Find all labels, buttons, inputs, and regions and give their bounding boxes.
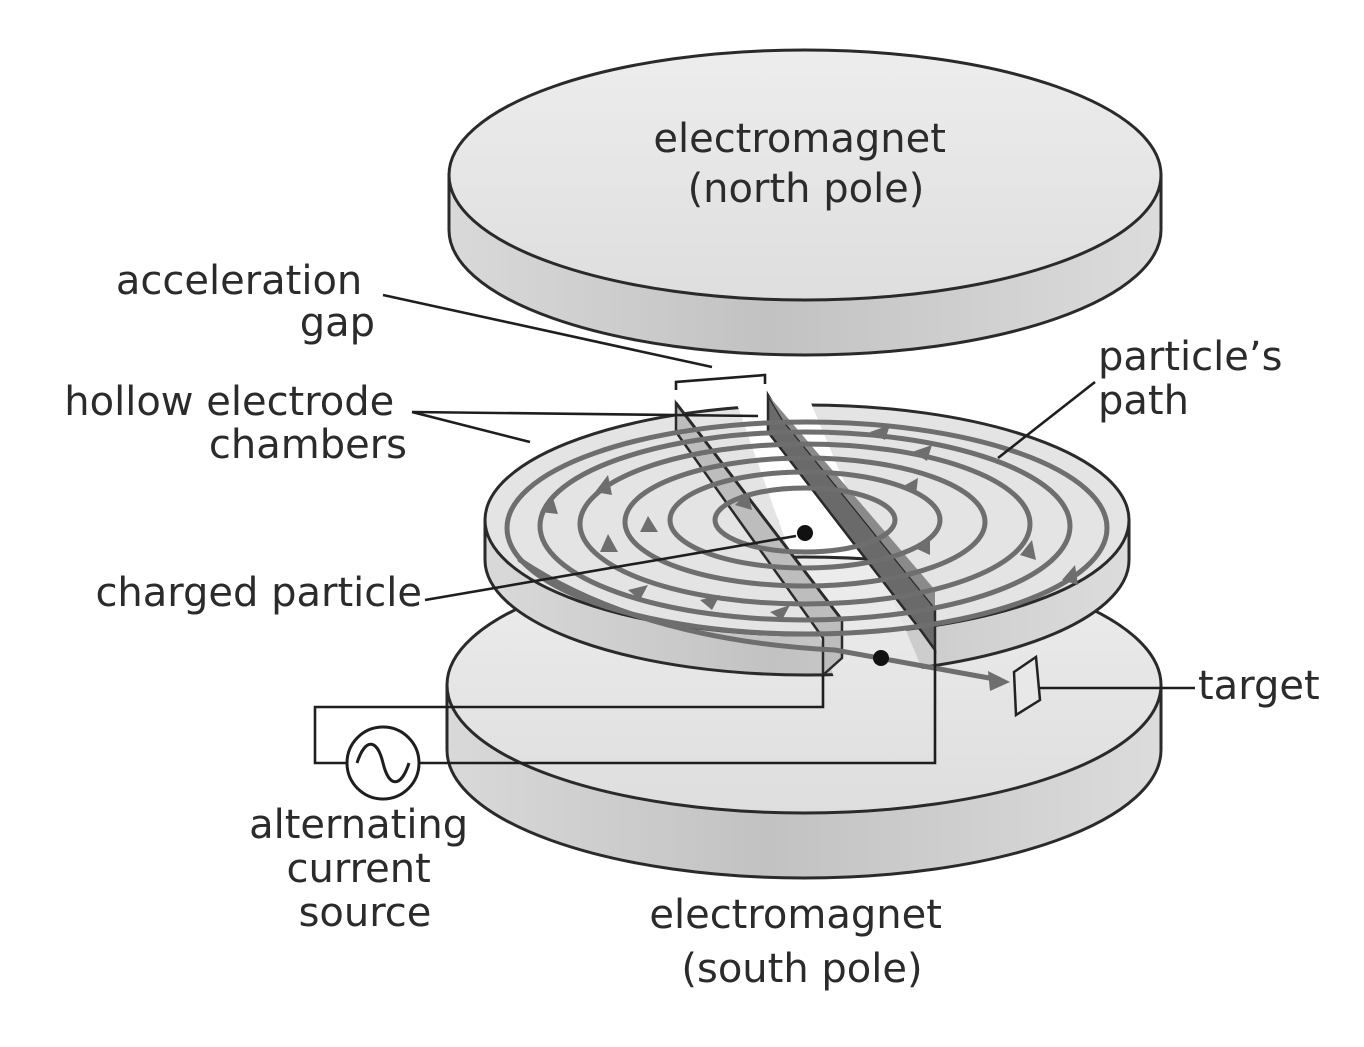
acceleration-gap-leader — [382, 293, 713, 369]
target-plate — [1012, 654, 1042, 718]
acceleration-gap-label-line1: acceleration — [116, 258, 362, 304]
acceleration-gap-label-line2: gap — [300, 300, 375, 346]
electrode-chambers-label-line2: chambers — [209, 422, 407, 468]
ac-source-label-line2: current — [286, 846, 430, 892]
acceleration-gap-label: acceleration gap — [116, 258, 375, 346]
bottom-magnet-label-line2: (south pole) — [681, 946, 922, 992]
electrode-leader-2 — [411, 410, 531, 444]
particles-path-leader — [997, 380, 1096, 460]
top-magnet-label-line2: (north pole) — [688, 166, 925, 212]
particles-path-label-line2: path — [1098, 378, 1189, 424]
top-magnet-face — [447, 48, 1163, 302]
ac-source-label: alternating current source — [249, 802, 481, 936]
charged-particle-label-line1: charged particle — [95, 570, 422, 616]
bottom-magnet-label: electromagnet (south pole) — [649, 892, 954, 992]
particles-path-label-line1: particle’s — [1098, 334, 1282, 380]
top-magnet-label-line1: electromagnet — [653, 116, 946, 162]
target-label-line1: target — [1198, 663, 1320, 709]
top-electromagnet — [447, 48, 1163, 357]
ac-source-symbol — [345, 725, 421, 801]
particle-path — [504, 419, 1110, 691]
gap-bracket — [674, 373, 767, 390]
charged-particle-leader — [424, 534, 797, 602]
ac-source-label-line3: source — [299, 890, 432, 936]
particles-path-label: particle’s path — [1098, 334, 1295, 424]
top-magnet-label: electromagnet (north pole) — [653, 116, 958, 212]
ac-source-label-line1: alternating — [249, 802, 468, 848]
charged-particle-label: charged particle — [95, 570, 422, 616]
bottom-magnet-label-line1: electromagnet — [649, 892, 942, 938]
exit-particle-dot — [873, 650, 889, 666]
circuit-wires — [313, 650, 937, 765]
target-label: target — [1198, 663, 1320, 709]
electrode-leader-1 — [411, 410, 759, 418]
charged-particle-dot — [797, 525, 813, 541]
electrode-chambers-label-line1: hollow electrode — [64, 379, 394, 425]
electrode-chambers-label: hollow electrode chambers — [64, 379, 407, 468]
